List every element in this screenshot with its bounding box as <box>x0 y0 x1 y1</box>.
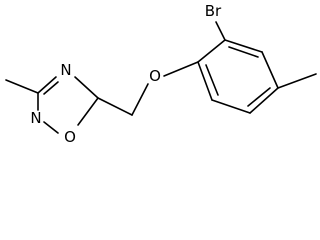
bond-n4-c5 <box>74 76 99 99</box>
bond-ar-3-4 <box>261 51 279 89</box>
ring-nitrogen-upper-label: N <box>60 61 71 79</box>
bond-ch2-o <box>131 83 149 116</box>
bond-o1-n2 <box>43 121 59 134</box>
bond-ar-6-1 <box>197 61 213 101</box>
bond-ar-2-3-inner <box>228 46 259 58</box>
benzene-ring <box>197 39 279 114</box>
bond-ar-2-3 <box>224 39 263 53</box>
bond-ar-4-5 <box>249 87 279 114</box>
ether-oxygen-label: O <box>149 67 161 85</box>
bromine-label: Br <box>205 2 222 20</box>
bond-aryl-br <box>215 21 226 41</box>
bond-ar-6-1-inner <box>205 64 219 96</box>
bond-methyl-left <box>5 79 39 94</box>
bond-c3-n4-inner <box>43 81 59 95</box>
bond-c3-n4 <box>37 76 57 94</box>
bond-c5-ch2 <box>97 97 133 116</box>
bond-ar-4-5-inner <box>247 87 271 107</box>
bond-ar-5-6 <box>211 99 251 114</box>
bond-methyl-right <box>277 73 317 89</box>
bond-o-aryl <box>163 61 199 77</box>
bond-c5-o1 <box>77 97 99 126</box>
ring-nitrogen-lower-label: N <box>30 109 41 127</box>
molecule-structure: Br O N N O <box>5 2 317 146</box>
bond-ar-1-2 <box>197 39 226 63</box>
oxadiazole-ring <box>37 76 99 134</box>
ring-oxygen-label: O <box>64 128 76 146</box>
